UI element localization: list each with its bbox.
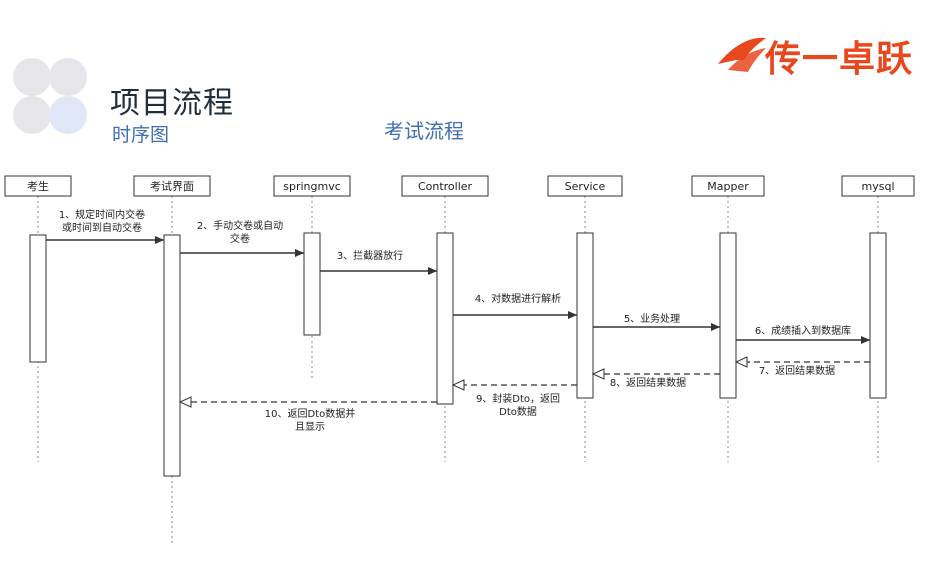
participant-box-p4 [547,175,623,197]
activation-bar-p2 [303,232,321,336]
participant-label-p1: 考试界面 [150,180,194,193]
activation-bar-p3 [436,232,454,405]
message-label-7: 7、返回结果数据 [759,364,835,377]
message-label-8: 8、返回结果数据 [610,376,686,389]
participant-box-p6 [841,175,915,197]
message-label-5: 5、业务处理 [624,312,680,325]
participant-label-p0: 考生 [27,179,49,193]
message-label-3: 3、拦截器放行 [337,249,403,262]
participant-box-p3 [401,175,489,197]
diagram-title: 考试流程 [384,119,464,143]
page-subtitle: 时序图 [112,124,170,146]
clover-logo-icon [13,58,87,134]
page-title: 项目流程 [110,86,234,121]
return-arrowhead-10 [178,396,192,408]
activation-bar-p5 [719,232,737,399]
message-label-4: 4、对数据进行解析 [475,292,561,305]
activation-bar-p6 [869,232,887,399]
participant-label-p6: mysql [862,180,895,193]
message-label-2: 2、手动交卷或自动交卷 [197,219,283,245]
activation-bar-p1 [163,234,181,477]
activation-bar-p0 [29,234,47,363]
participant-label-p2: springmvc [283,180,341,193]
participant-label-p4: Service [565,180,606,193]
message-label-6: 6、成绩插入到数据库 [755,324,851,337]
participant-box-p1 [133,175,211,197]
participant-label-p5: Mapper [707,180,749,193]
participant-label-p3: Controller [418,180,473,193]
return-arrowhead-9 [451,379,465,391]
message-label-10: 10、返回Dto数据并且显示 [265,407,355,433]
activation-bar-p4 [576,232,594,399]
message-label-1: 1、规定时间内交卷或时间到自动交卷 [59,208,145,234]
participant-box-p0 [4,175,72,197]
brand-name: 传一卓跃 [765,39,914,80]
participant-box-p5 [691,175,765,197]
return-arrowhead-8 [591,368,605,380]
brand-logo-icon [718,37,766,72]
return-arrowhead-7 [734,356,748,368]
participant-box-p2 [273,175,351,197]
